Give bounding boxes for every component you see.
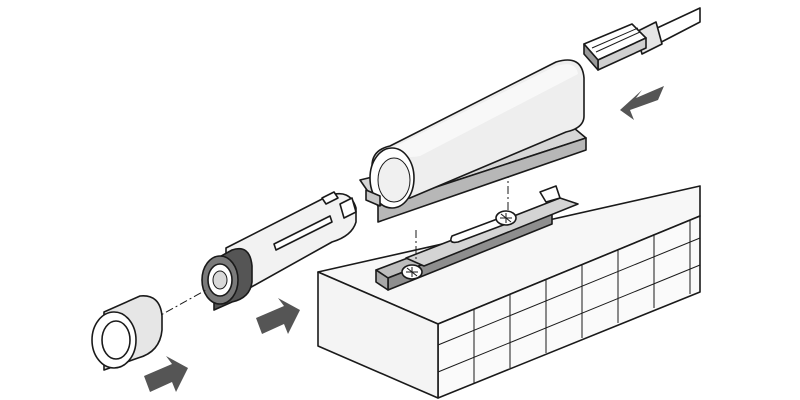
phillips-screw-icon: [401, 264, 423, 280]
push-arrow-right-icon: [144, 356, 188, 392]
alignment-axis: [151, 289, 207, 321]
push-arrow-right-icon: [256, 298, 300, 334]
cable-connector: [583, 7, 701, 71]
push-arrow-left-icon: [620, 86, 664, 120]
phillips-screw-icon: [495, 210, 517, 226]
cabinet-panel: [317, 185, 701, 399]
push-latch-cartridge: [201, 191, 357, 311]
bumper-cap: [91, 295, 163, 371]
housing-cover: [359, 59, 587, 223]
